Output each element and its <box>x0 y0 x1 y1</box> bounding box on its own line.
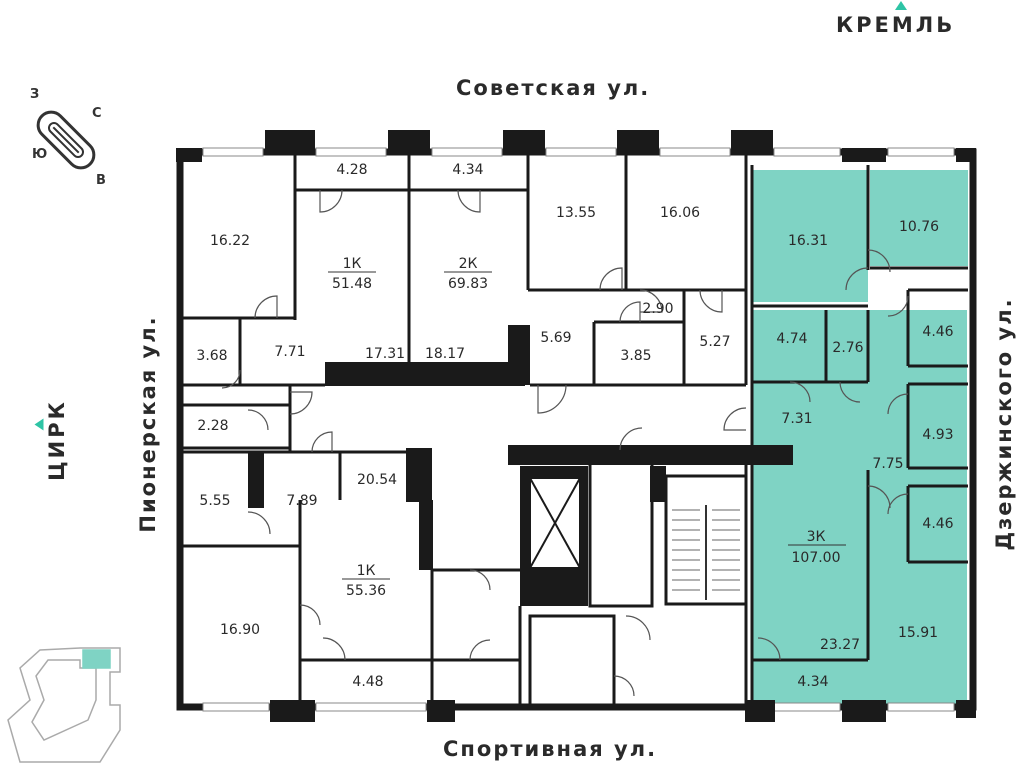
room-labels: 4.28 4.34 16.22 13.55 16.06 16.31 10.76 … <box>196 162 953 690</box>
compass-n: С <box>92 106 102 121</box>
room-area: 4.46 <box>922 516 953 532</box>
room-area: 7.75 <box>872 456 903 472</box>
room-area: 2.76 <box>832 340 863 356</box>
apartment-area: 55.36 <box>346 583 386 599</box>
room-area: 16.31 <box>788 233 828 249</box>
room-area: 4.74 <box>776 331 807 347</box>
compass-w: З <box>30 87 39 102</box>
room-area: 20.54 <box>357 472 397 488</box>
room-area: 4.34 <box>797 674 828 690</box>
staircase <box>672 505 740 600</box>
room-area: 17.31 <box>365 346 405 362</box>
room-area: 16.90 <box>220 622 260 638</box>
room-area: 10.76 <box>899 219 939 235</box>
room-area: 16.06 <box>660 205 700 221</box>
room-area: 2.28 <box>197 418 228 434</box>
room-area: 4.48 <box>352 674 383 690</box>
apartment-3k-highlight[interactable] <box>752 170 968 706</box>
compass-e: В <box>96 173 106 188</box>
room-area: 7.71 <box>274 344 305 360</box>
apartment-type: 1К <box>343 256 362 272</box>
building-keyplan <box>7 647 121 763</box>
door-swings <box>221 189 909 697</box>
apartment-area: 51.48 <box>332 276 372 292</box>
room-area: 4.34 <box>452 162 483 178</box>
elevator-shaft <box>529 477 581 569</box>
room-area: 15.91 <box>898 625 938 641</box>
compass-s: Ю <box>32 147 47 162</box>
room-area: 5.69 <box>540 330 571 346</box>
room-area: 23.27 <box>820 637 860 653</box>
kremlin-marker-icon <box>895 1 907 10</box>
apartment-area: 107.00 <box>792 550 841 566</box>
compass-icon <box>36 110 96 170</box>
room-area: 13.55 <box>556 205 596 221</box>
apartment-type: 1К <box>357 563 376 579</box>
room-area: 5.27 <box>699 334 730 350</box>
room-area: 5.55 <box>199 493 230 509</box>
room-area: 4.28 <box>336 162 367 178</box>
room-area: 16.22 <box>210 233 250 249</box>
room-area: 2.90 <box>642 301 673 317</box>
room-area: 18.17 <box>425 346 465 362</box>
apartment-type: 3К <box>807 529 826 545</box>
room-area: 4.46 <box>922 324 953 340</box>
room-area: 3.68 <box>196 348 227 364</box>
apartment-area: 69.83 <box>448 276 488 292</box>
street-south: Спортивная ул. <box>443 737 658 761</box>
room-area: 7.31 <box>781 411 812 427</box>
street-north: Советская ул. <box>456 76 651 100</box>
room-area: 7.89 <box>286 493 317 509</box>
room-area: 3.85 <box>620 348 651 364</box>
room-area: 4.93 <box>922 427 953 443</box>
landmark-kremlin: КРЕМЛЬ <box>836 13 956 37</box>
interior-walls <box>180 152 968 708</box>
apartment-type: 2К <box>459 256 478 272</box>
apartment-labels: 1К 51.48 2К 69.83 1К 55.36 3К 107.00 <box>328 256 846 599</box>
